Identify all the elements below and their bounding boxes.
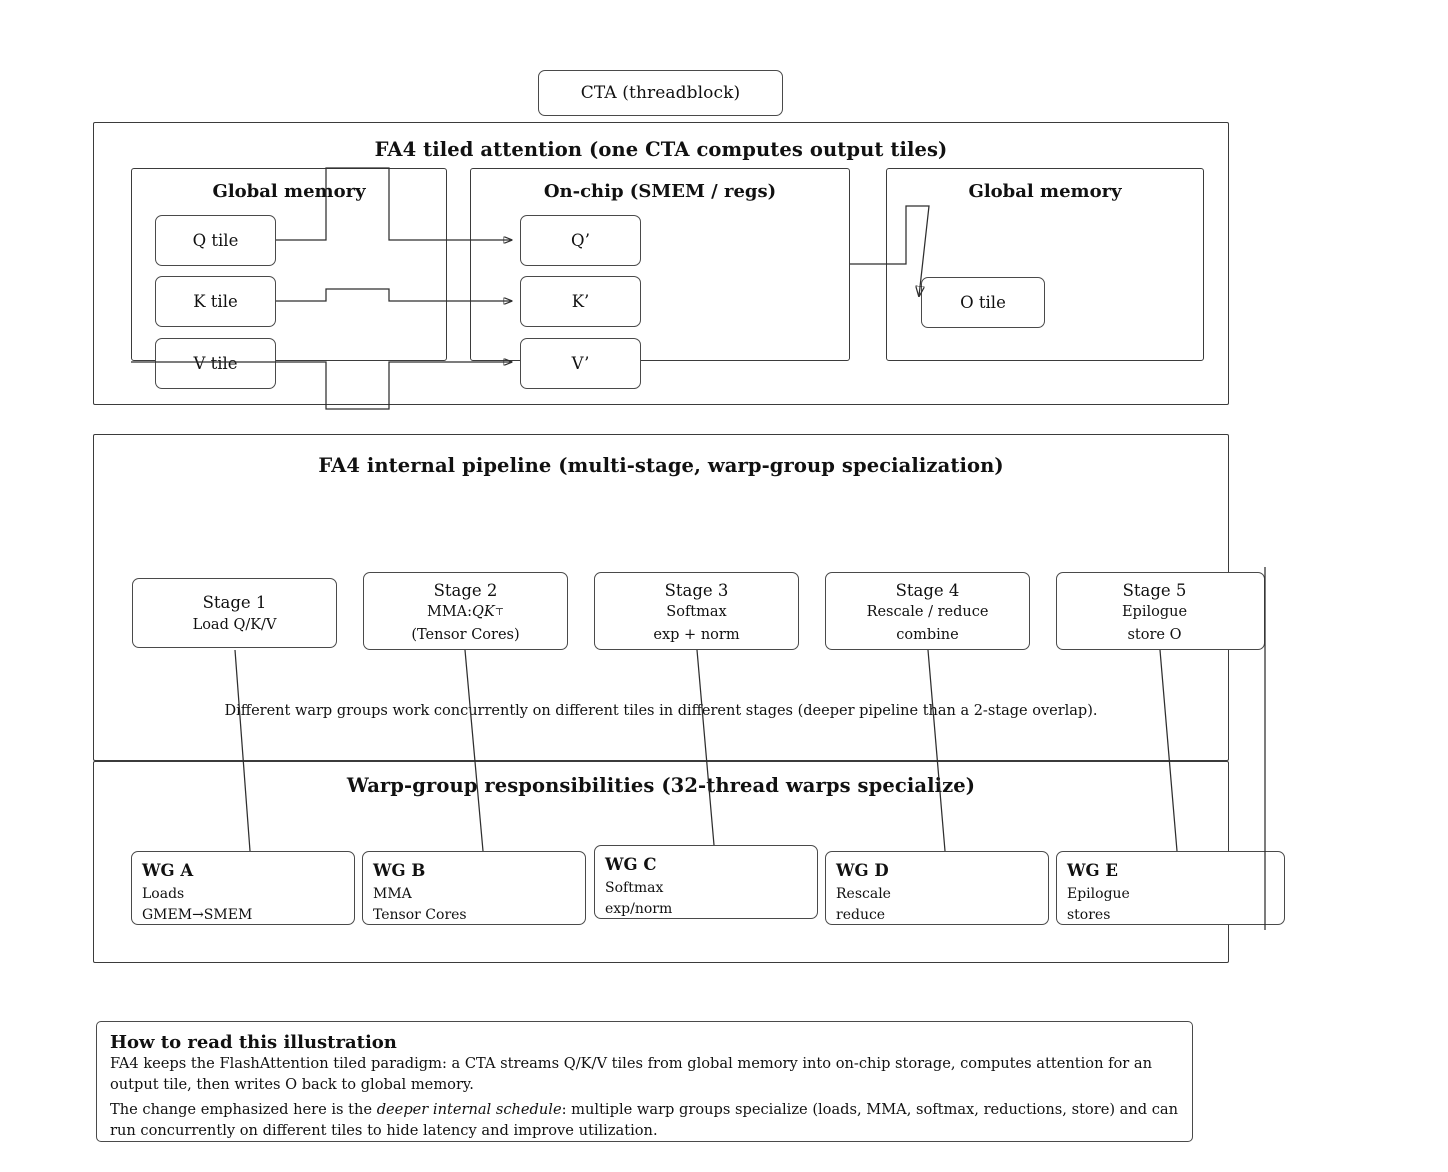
wg-e-box: WG E Epilogue stores — [1056, 851, 1285, 925]
global-memory-output-title: Global memory — [968, 180, 1122, 202]
how-to-read-para-1: FA4 keeps the FlashAttention tiled parad… — [110, 1055, 1153, 1093]
cta-threadblock-box: CTA (threadblock) — [538, 70, 783, 116]
onchip-panel-title: On-chip (SMEM / regs) — [543, 180, 777, 202]
stage-1-line2: Load Q/K/V — [192, 617, 277, 633]
stage-4-box: Stage 4 Rescale / reduce combine — [825, 572, 1030, 650]
v-prime-box: V’ — [520, 338, 641, 389]
wg-b-box: WG B MMA Tensor Cores — [362, 851, 586, 925]
tiled-attention-section — [93, 122, 1229, 405]
pipeline-note: Different warp groups work concurrently … — [224, 703, 1098, 719]
wg-c-line3: exp/norm — [605, 901, 673, 918]
wg-b-name: WG B — [373, 861, 426, 880]
wg-a-line3: GMEM→SMEM — [142, 907, 253, 924]
o-tile-label: O tile — [960, 293, 1006, 312]
how-to-read-para-2: The change emphasized here is the deeper… — [110, 1100, 1179, 1141]
wg-d-line2: Rescale — [836, 885, 891, 902]
stage-5-line2: Epilogue — [1121, 604, 1188, 620]
wg-a-name: WG A — [142, 861, 194, 880]
stage-3-line2: Softmax — [666, 604, 727, 620]
how-to-read-para-2-emphasis: deeper internal schedule — [376, 1101, 562, 1119]
cta-threadblock-label: CTA (threadblock) — [580, 83, 741, 103]
how-to-read-heading: How to read this illustration — [110, 1032, 397, 1053]
global-memory-input-title: Global memory — [212, 180, 366, 202]
stage-4-name: Stage 4 — [895, 580, 960, 600]
q-tile-box: Q tile — [155, 215, 276, 266]
stage-4-line2: Rescale / reduce — [866, 604, 989, 620]
wg-e-line2: Epilogue — [1067, 885, 1130, 902]
stage-1-box: Stage 1 Load Q/K/V — [132, 578, 337, 648]
wg-d-line3: reduce — [836, 907, 886, 924]
v-tile-label: V tile — [193, 354, 238, 373]
stage-5-line3: store O — [1127, 627, 1182, 643]
warpgroup-title: Warp-group responsibilities (32-thread w… — [346, 773, 976, 797]
onchip-panel — [470, 168, 850, 361]
stage-3-line3: exp + norm — [653, 627, 740, 643]
k-tile-label: K tile — [193, 292, 238, 311]
how-to-read-para-2-pre: The change emphasized here is the — [110, 1101, 377, 1119]
pipeline-title: FA4 internal pipeline (multi-stage, warp… — [318, 453, 1004, 477]
wg-e-name: WG E — [1067, 861, 1118, 880]
wg-c-name: WG C — [605, 855, 657, 874]
how-to-read-para-2-post: : multiple warp groups specialize (loads… — [110, 1101, 1179, 1140]
wg-a-box: WG A Loads GMEM→SMEM — [131, 851, 355, 925]
q-prime-label: Q’ — [570, 231, 591, 250]
o-tile-box: O tile — [921, 277, 1045, 328]
q-tile-label: Q tile — [192, 231, 239, 250]
wg-d-box: WG D Rescale reduce — [825, 851, 1049, 925]
wg-c-box: WG C Softmax exp/norm — [594, 845, 818, 919]
stage-2-line2: MMA: QK⊤ — [364, 602, 567, 622]
stage-4-line3: combine — [896, 627, 959, 643]
wg-d-name: WG D — [836, 861, 889, 880]
stage-2-mma-prefix: MMA: — [426, 604, 473, 620]
k-tile-box: K tile — [155, 276, 276, 327]
stage-5-box: Stage 5 Epilogue store O — [1056, 572, 1265, 650]
v-tile-box: V tile — [155, 338, 276, 389]
wg-e-line3: stores — [1067, 907, 1111, 924]
stage-2-mma-transpose: ⊤ — [494, 606, 505, 618]
stage-1-name: Stage 1 — [202, 592, 267, 612]
wg-a-line2: Loads — [142, 885, 185, 902]
k-prime-box: K’ — [520, 276, 641, 327]
how-to-read-box: How to read this illustration FA4 keeps … — [96, 1021, 1193, 1142]
q-prime-box: Q’ — [520, 215, 641, 266]
wg-c-line2: Softmax — [605, 879, 664, 896]
stage-3-box: Stage 3 Softmax exp + norm — [594, 572, 799, 650]
stage-5-name: Stage 5 — [1122, 580, 1187, 600]
stage-3-name: Stage 3 — [664, 580, 729, 600]
wg-b-line3: Tensor Cores — [373, 907, 467, 924]
stage-2-box: Stage 2 MMA: QK⊤ (Tensor Cores) — [363, 572, 568, 650]
stage-2-mma-operand: QK — [472, 604, 495, 620]
stage-2-name: Stage 2 — [433, 580, 498, 600]
stage-2-line3: (Tensor Cores) — [411, 627, 520, 643]
k-prime-label: K’ — [571, 292, 590, 311]
v-prime-label: V’ — [571, 354, 590, 373]
tiled-attention-title: FA4 tiled attention (one CTA computes ou… — [374, 137, 948, 161]
wg-b-line2: MMA — [373, 885, 412, 902]
